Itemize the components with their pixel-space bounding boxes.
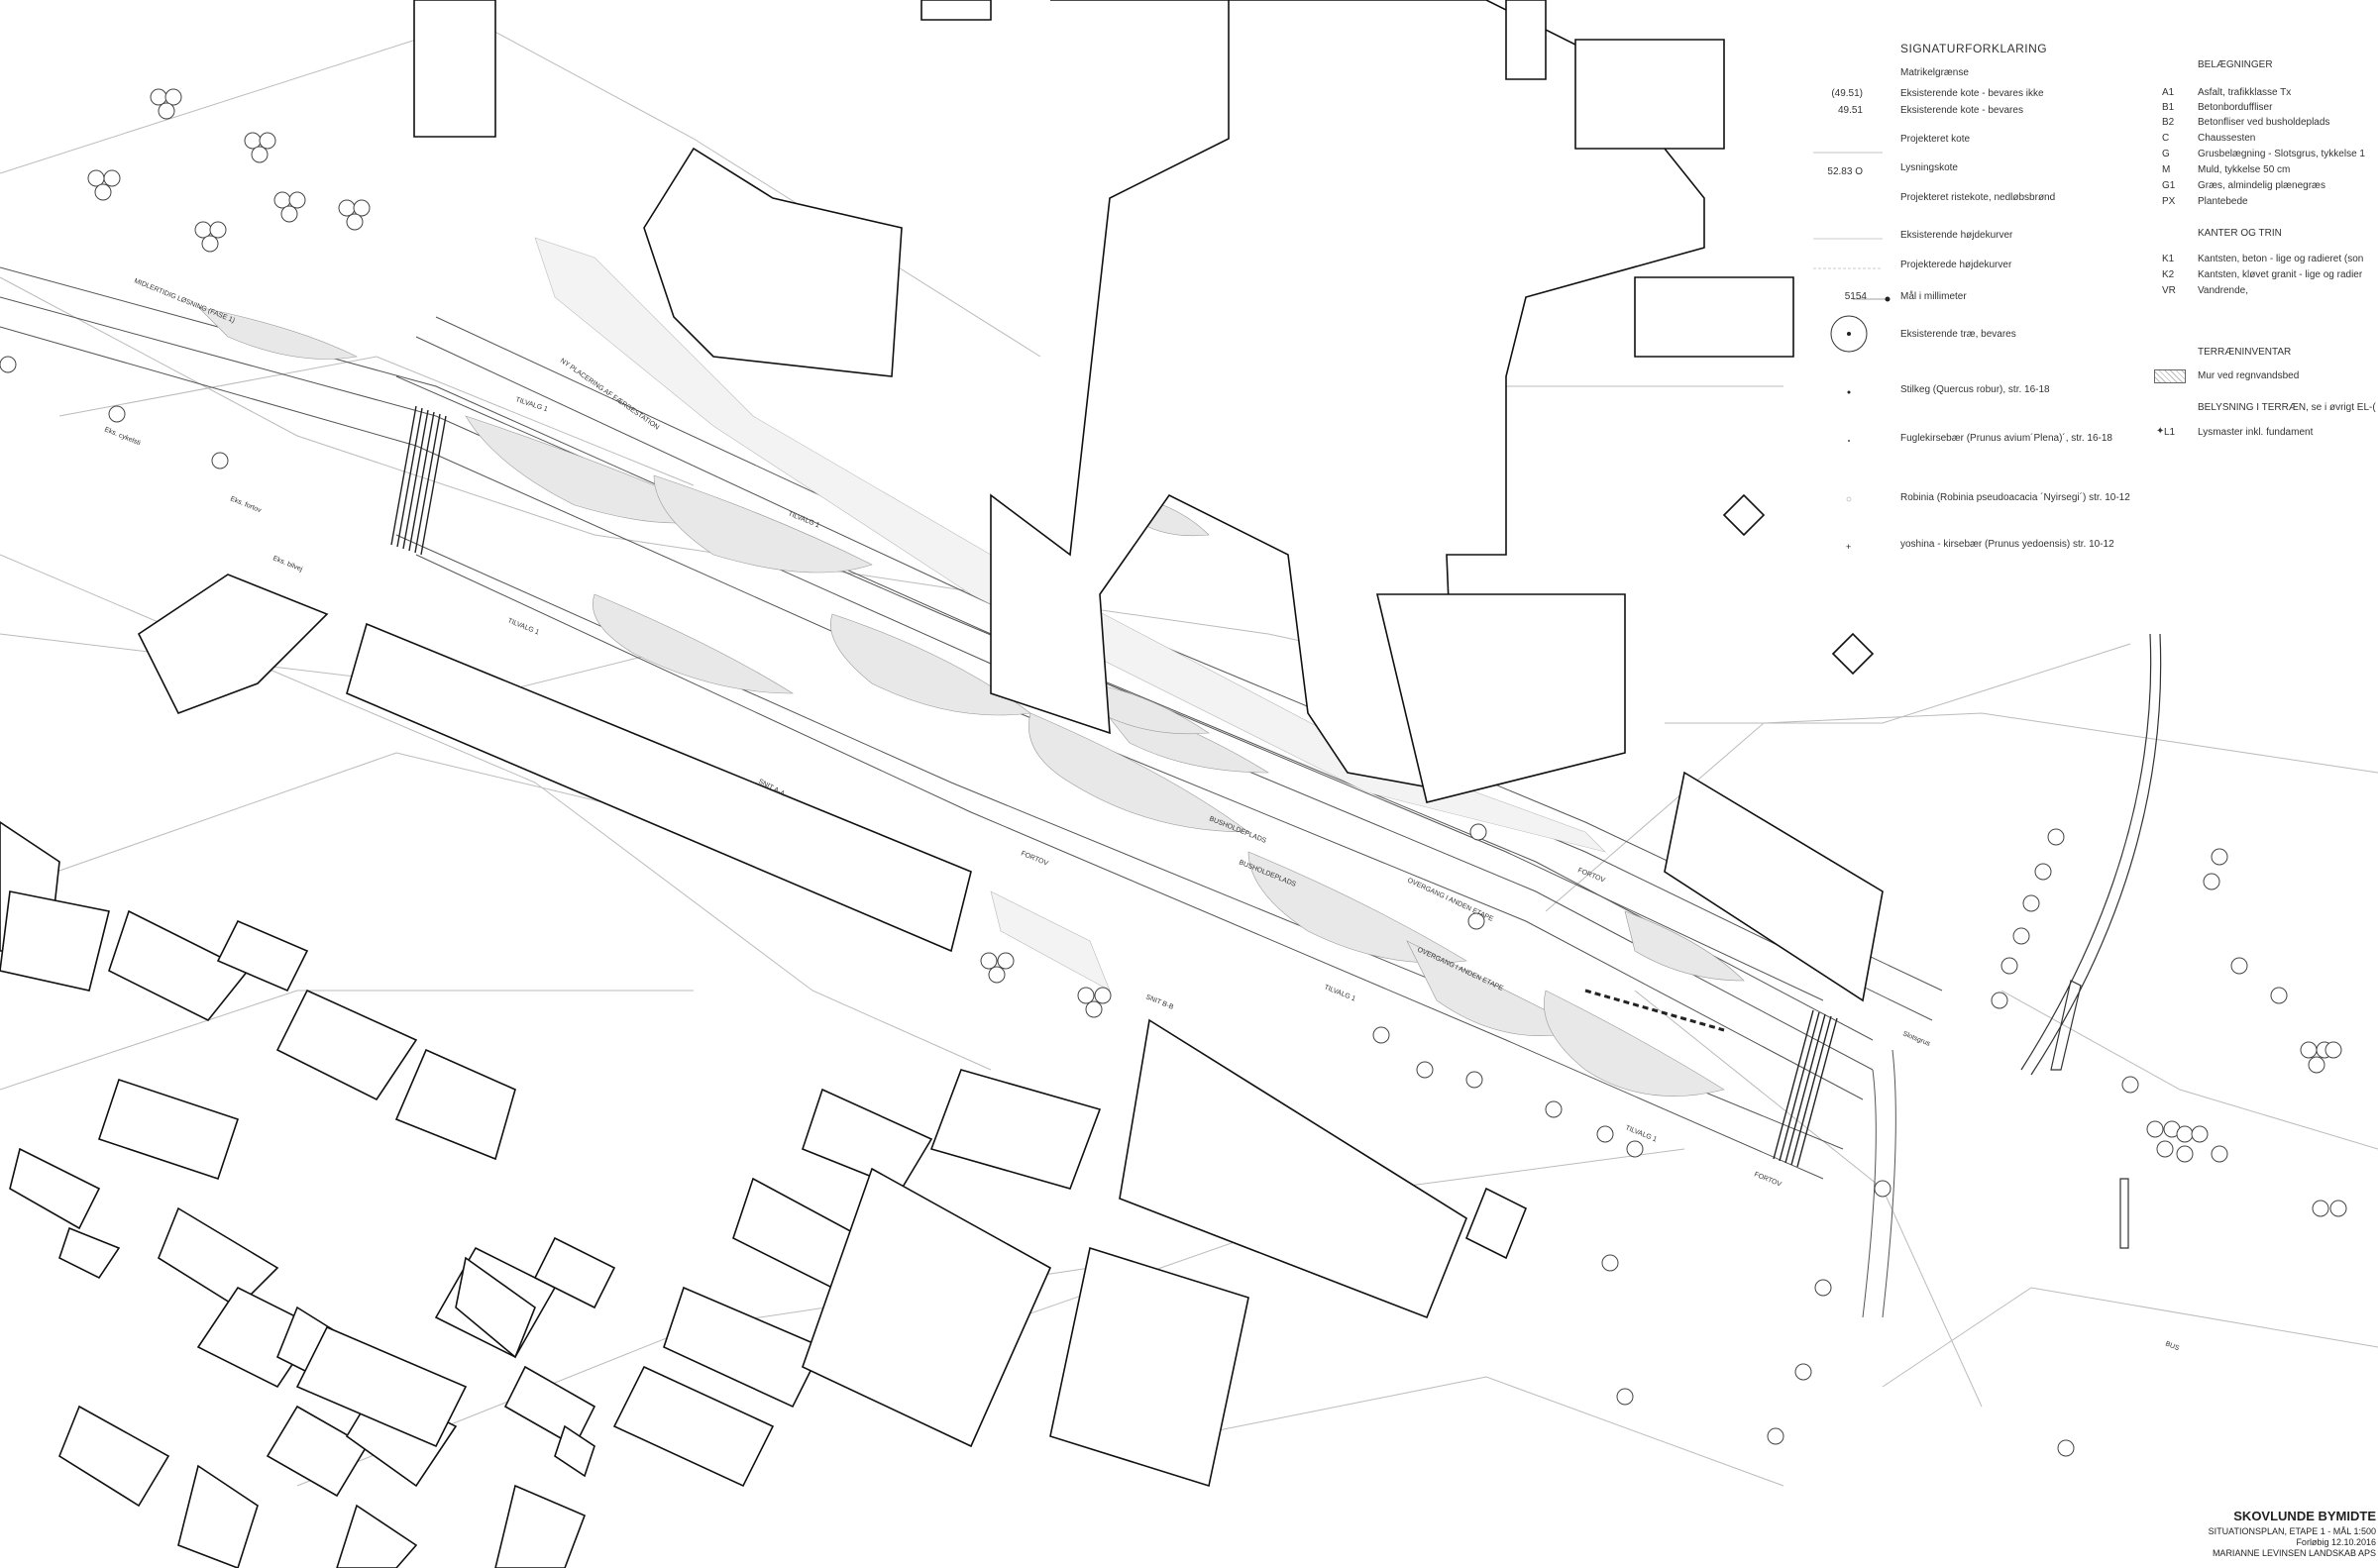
buildings — [0, 0, 1884, 1568]
title-block: SKOVLUNDE BYMIDTE SITUATIONSPLAN, ETAPE … — [2120, 1509, 2378, 1568]
wall-swatch — [2154, 369, 2186, 383]
code-label: Græs, almindelig plænegræs — [2198, 180, 2325, 191]
code: B1 — [2162, 102, 2175, 113]
label-eks-bilvej: Eks. bilvej — [271, 555, 303, 573]
legend-item: Projekteret kote — [1900, 134, 1971, 145]
label-fortov-3: FORTOV — [1753, 1171, 1783, 1188]
legend-item: yoshina - kirsebær (Prunus yedoensis) st… — [1900, 539, 2114, 550]
plan-date: Forløbig 12.10.2016 — [2296, 1537, 2376, 1547]
legend-item: Eksisterende kote - bevares ikke — [1900, 88, 2044, 99]
section-kanter: KANTER OG TRIN — [2198, 228, 2282, 239]
code-label: Plantebede — [2198, 196, 2248, 207]
legend-item: Projekterede højdekurver — [1900, 260, 2012, 270]
legend-item: Eksisterende kote - bevares — [1900, 105, 2023, 116]
code-label: Betonborduffliser — [2198, 102, 2273, 113]
legend-symbol: 49.51 — [1837, 105, 1863, 116]
code: K1 — [2162, 254, 2175, 264]
legend-item: Eksisterende træ, bevares — [1900, 329, 2016, 340]
legend-item: Lysningskote — [1900, 162, 1958, 173]
code-label: Grusbelægning - Slotsgrus, tykkelse 1 — [2198, 149, 2365, 159]
code: G — [2162, 149, 2170, 159]
legend-title: SIGNATURFORKLARING — [1900, 42, 2048, 55]
crossings — [390, 405, 1838, 1168]
code: VR — [2162, 285, 2176, 296]
label-overgang-1: OVERGANG I ANDEN ETAPE — [1406, 877, 1494, 923]
legend-item: Eksisterende højdekurver — [1900, 230, 2013, 241]
label-eks-cykelsti: Eks. cykelsti — [103, 426, 142, 447]
code: L1 — [2164, 427, 2176, 438]
legend: SIGNATURFORKLARING Matrikelgrænse (49.51… — [1793, 32, 2378, 586]
code-label: Vandrende, — [2198, 285, 2248, 296]
code-label: Muld, tykkelse 50 cm — [2198, 164, 2291, 175]
code: G1 — [2162, 180, 2176, 191]
tree-markers — [0, 88, 2347, 1457]
plan-subtitle: SITUATIONSPLAN, ETAPE 1 - MÅL 1:500 — [2208, 1526, 2376, 1536]
label-slotsgrus: Slotsgrus — [1901, 1030, 1931, 1048]
code: B2 — [2162, 117, 2175, 128]
code-label: Kantsten, beton - lige og radieret (son — [2198, 254, 2364, 264]
legend-item: Matrikelgrænse — [1900, 67, 1969, 78]
legend-item: Robinia (Robinia pseudoacacia ´Nyirsegi´… — [1900, 492, 2130, 503]
legend-item: Fuglekirsebær (Prunus avium´Plena)´, str… — [1900, 433, 2112, 444]
light-icon: ✦ — [2156, 426, 2165, 437]
svg-text:+: + — [1846, 542, 1851, 552]
code-label: Kantsten, kløvet granit - lige og radier — [2198, 269, 2363, 280]
label-fortov-2: FORTOV — [1576, 867, 1606, 884]
label-tilvalg-4: TILVALG 1 — [1323, 984, 1356, 1002]
code-label: Asfalt, trafikklasse Tx — [2198, 87, 2292, 98]
dotted-verge — [534, 237, 1606, 992]
code-label: Lysmaster inkl. fundament — [2198, 427, 2314, 438]
plan-author: MARIANNE LEVINSEN LANDSKAB APS — [2212, 1548, 2376, 1558]
label-bus: BUS — [2164, 1340, 2180, 1352]
legend-symbol: (49.51) — [1831, 88, 1863, 99]
label-eks-fortov: Eks. fortov — [229, 495, 263, 514]
legend-symbol: 52.83 O — [1827, 166, 1863, 177]
label-snit-b: SNIT B-B — [1144, 993, 1174, 1011]
legend-symbols: + — [1813, 152, 1891, 552]
code: PX — [2162, 196, 2176, 207]
code: K2 — [2162, 269, 2175, 280]
label-tilvalg-1: TILVALG 1 — [514, 396, 548, 413]
code-label: Betonfliser ved busholdeplads — [2198, 117, 2330, 128]
label-fortov-1: FORTOV — [1020, 850, 1049, 867]
section-belysning: BELYSNING I TERRÆN, se i øvrigt EL-( — [2198, 402, 2376, 413]
project-title: SKOVLUNDE BYMIDTE — [2233, 1509, 2376, 1523]
code-label: Mur ved regnvandsbed — [2198, 370, 2300, 381]
code: M — [2162, 164, 2171, 175]
legend-item: Mål i millimeter — [1900, 291, 1967, 302]
planting-beds — [197, 306, 1745, 1097]
legend-item: Stilkeg (Quercus robur), str. 16-18 — [1900, 384, 2050, 395]
label-tilvalg-2: TILVALG 1 — [787, 510, 820, 529]
section-belaegninger: BELÆGNINGER — [2198, 59, 2273, 70]
code-label: Chaussesten — [2198, 133, 2256, 144]
code: A1 — [2162, 87, 2175, 98]
section-terraen: TERRÆNINVENTAR — [2198, 347, 2292, 358]
legend-item: Projekteret ristekote, nedløbsbrønd — [1900, 192, 2056, 203]
label-tilvalg-5: TILVALG 1 — [1624, 1124, 1658, 1143]
label-tilvalg-3: TILVALG 1 — [506, 617, 540, 636]
rail-lines — [2020, 633, 2162, 1249]
code: C — [2162, 133, 2170, 144]
legend-symbol: 5154 — [1844, 291, 1867, 302]
